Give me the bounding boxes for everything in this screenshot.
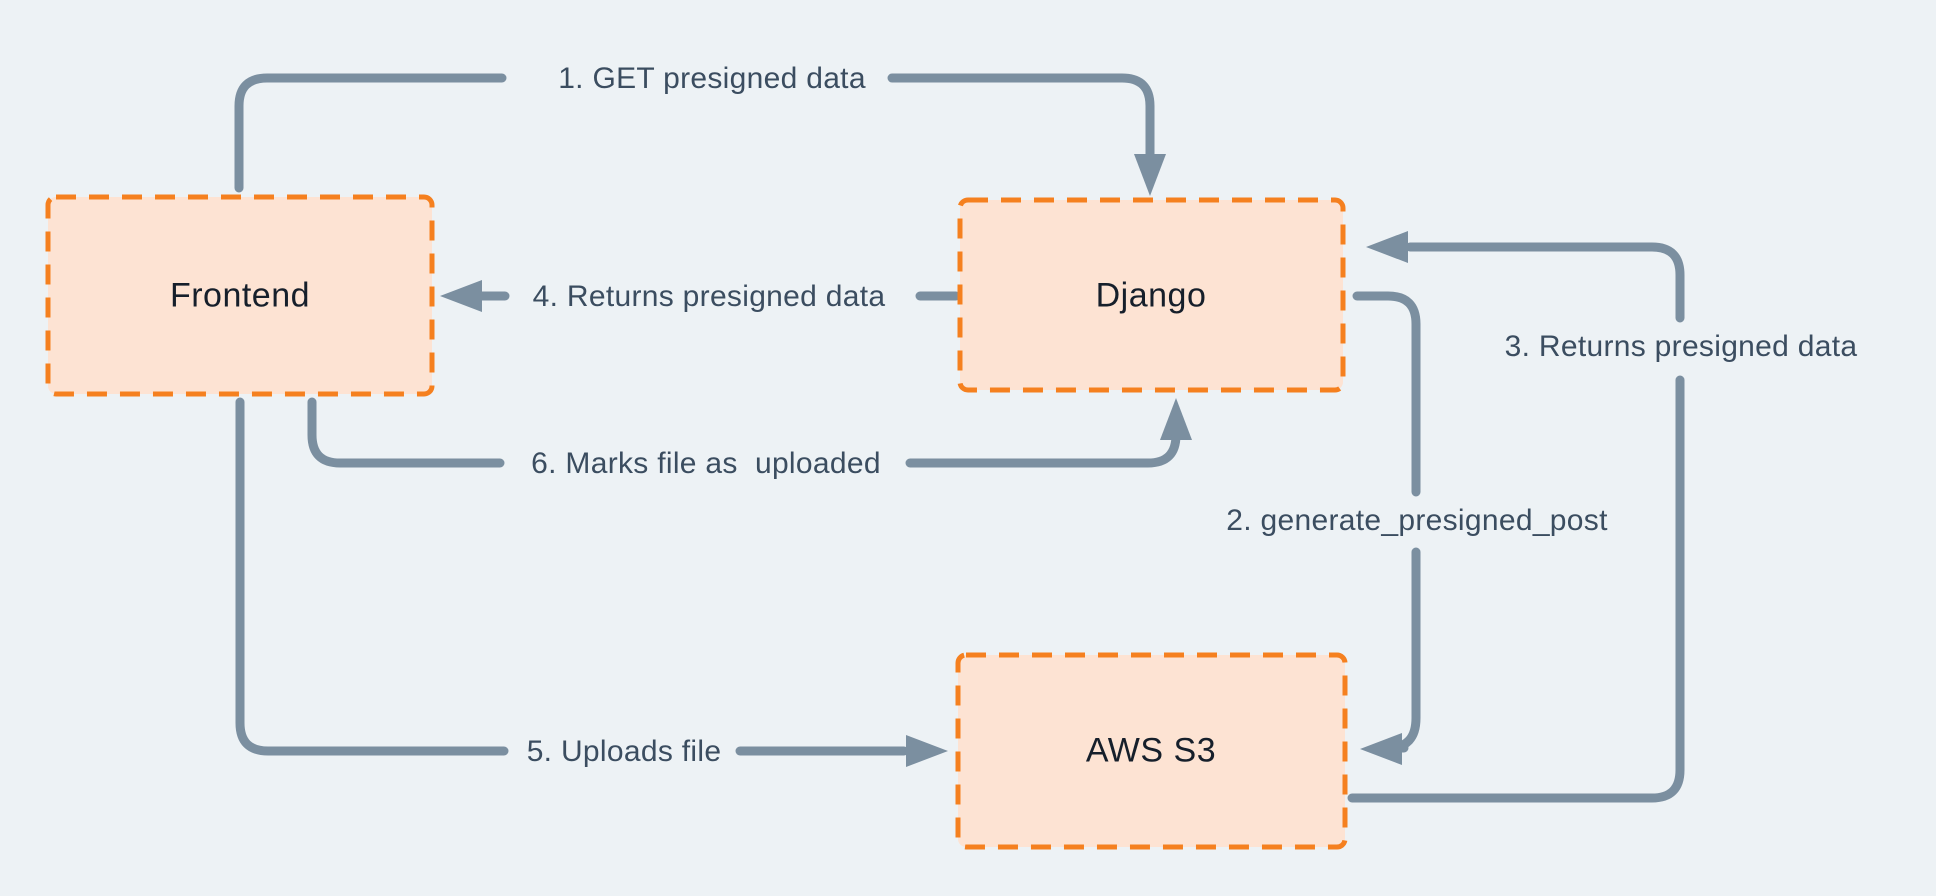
aws-s3-node-box bbox=[955, 652, 1348, 850]
edge-5-path-start bbox=[235, 397, 509, 756]
edge-4-label: 4. Returns presigned data bbox=[532, 280, 886, 313]
edge-6-arrowhead bbox=[1160, 398, 1192, 440]
frontend-node-box bbox=[45, 194, 435, 397]
edge-5-label: 5. Uploads file bbox=[526, 735, 722, 768]
django-node-label: Django bbox=[1095, 276, 1207, 315]
edge-2-arrowhead bbox=[1360, 733, 1402, 765]
edge-2-path-end bbox=[1387, 547, 1421, 753]
edge-6-path-end bbox=[905, 430, 1181, 468]
edge-2-path-start bbox=[1352, 291, 1421, 497]
edge-1-path-end bbox=[887, 73, 1155, 161]
edge-6-label: 6. Marks file as uploaded bbox=[531, 447, 881, 480]
edge-3-label: 3. Returns presigned data bbox=[1504, 330, 1858, 363]
edge-1-label: 1. GET presigned data bbox=[558, 62, 866, 95]
edge-1-path-start bbox=[234, 73, 507, 193]
edge-3-arrowhead bbox=[1366, 231, 1408, 263]
edge-1-arrowhead bbox=[1134, 154, 1166, 196]
edge-2-label: 2. generate_presigned_post bbox=[1226, 504, 1608, 537]
django-node-box bbox=[957, 197, 1346, 393]
edge-5-arrowhead bbox=[906, 735, 948, 767]
edge-3-path-start bbox=[1347, 375, 1685, 803]
edge-6-path-start bbox=[307, 397, 505, 468]
frontend-node-label: Frontend bbox=[169, 276, 311, 315]
edge-3-path-end bbox=[1405, 242, 1685, 323]
edge-4-arrowhead bbox=[440, 280, 482, 312]
aws-s3-node-label: AWS S3 bbox=[1085, 731, 1217, 770]
